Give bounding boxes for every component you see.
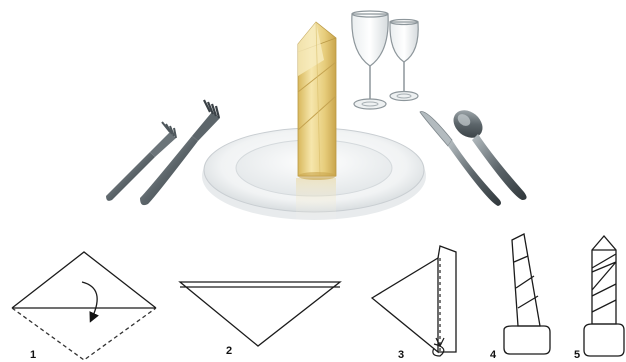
wine-glass-right (390, 20, 418, 101)
step-numbers: 1 2 3 4 5 (30, 345, 580, 361)
step-1-number: 1 (30, 349, 36, 361)
folded-napkin (298, 22, 336, 180)
step-3-number: 3 (398, 349, 404, 361)
step-4-number: 4 (490, 349, 497, 361)
napkin-reflection (296, 178, 336, 226)
step-2-diagram (180, 282, 340, 346)
step-1-diagram (12, 252, 156, 360)
step-5-diagram (584, 236, 624, 356)
wine-glass-left (352, 11, 388, 109)
folding-steps (12, 234, 624, 360)
step-4-diagram (504, 234, 550, 354)
step-3-diagram (372, 246, 456, 356)
table-setting (106, 11, 527, 226)
step-5-number: 5 (574, 349, 580, 361)
fork-small (106, 122, 176, 201)
step-2-number: 2 (226, 345, 232, 357)
